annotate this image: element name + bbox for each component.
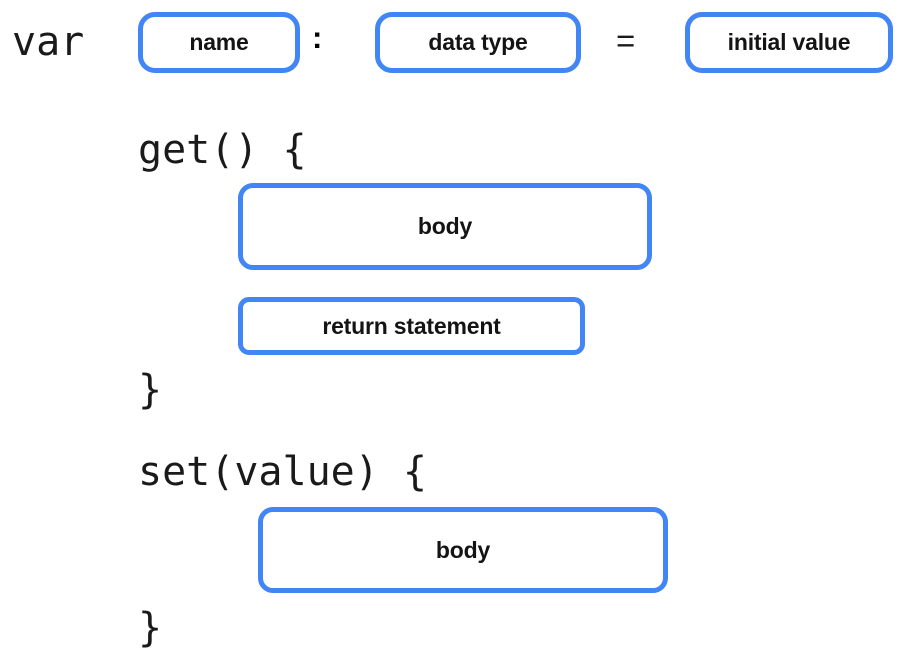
slot-getter-body-label: body xyxy=(417,213,473,239)
assignment-operator: = xyxy=(616,22,636,59)
slot-return-statement-label: return statement xyxy=(322,312,501,339)
slot-initial-value-label: initial value xyxy=(727,29,851,55)
setter-closing-brace: } xyxy=(138,605,163,651)
slot-data-type-label: data type xyxy=(428,29,528,55)
keyword-var: var xyxy=(12,19,85,65)
slot-return-statement[interactable]: return statement xyxy=(238,297,585,355)
slot-data-type[interactable]: data type xyxy=(375,12,581,73)
getter-closing-brace: } xyxy=(138,367,163,413)
setter-header: set(value) { xyxy=(138,449,427,495)
slot-setter-body-label: body xyxy=(435,536,491,563)
getter-header: get() { xyxy=(138,127,307,173)
slot-name-label: name xyxy=(189,29,249,55)
slot-getter-body[interactable]: body xyxy=(238,183,652,270)
slot-initial-value[interactable]: initial value xyxy=(685,12,893,73)
colon-separator: : xyxy=(312,20,323,55)
slot-name[interactable]: name xyxy=(138,12,300,73)
slot-setter-body[interactable]: body xyxy=(258,507,668,593)
